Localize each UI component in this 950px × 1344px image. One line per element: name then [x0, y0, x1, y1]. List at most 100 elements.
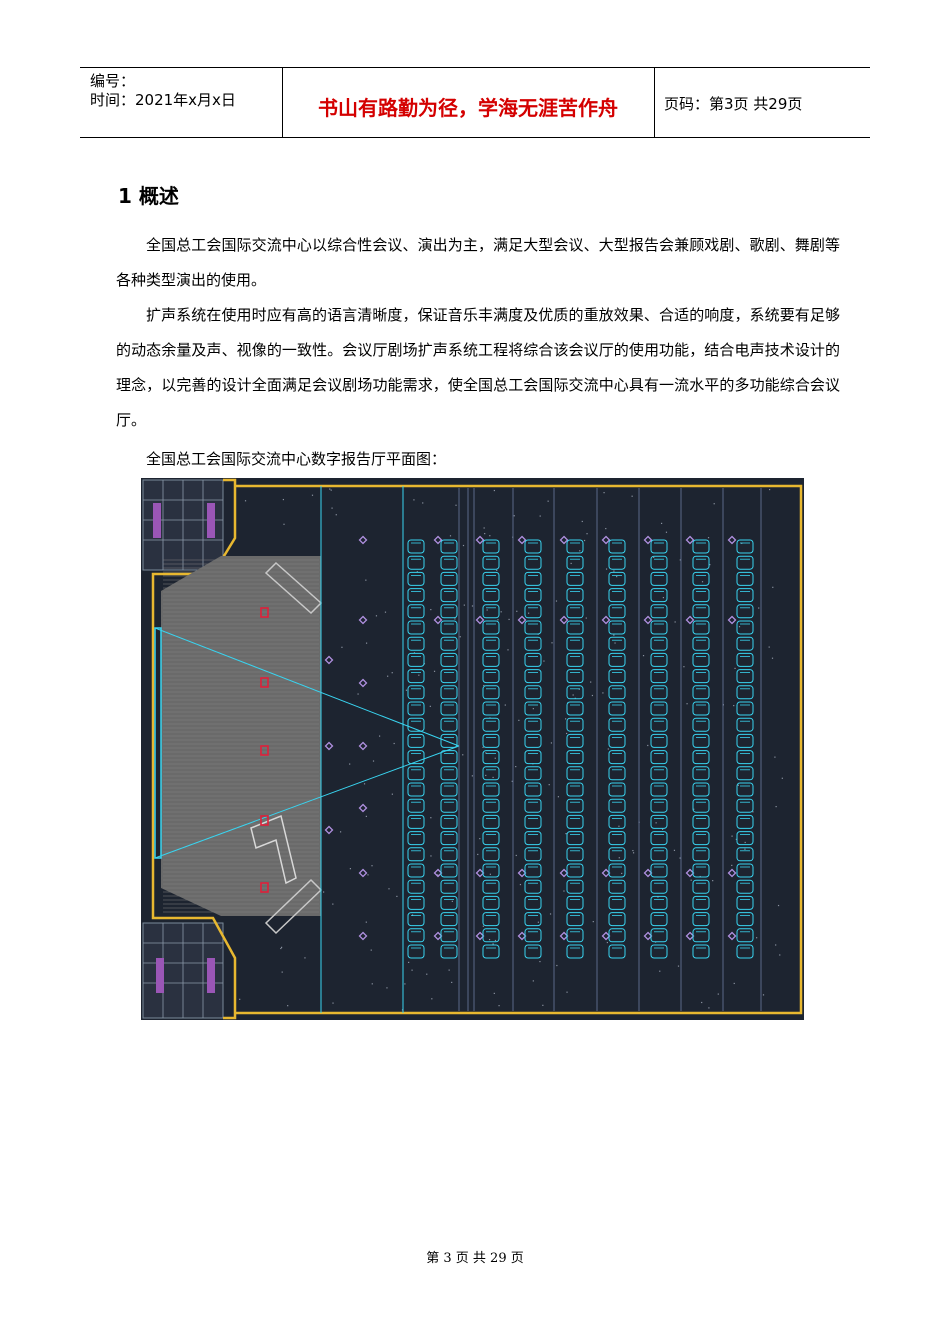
seat-icon — [407, 539, 425, 554]
seat-icon — [650, 620, 668, 635]
seat-icon — [608, 588, 626, 603]
seat-icon — [407, 733, 425, 748]
seat-icon — [692, 588, 710, 603]
seat-icon — [440, 685, 458, 700]
seat-icon — [482, 782, 500, 797]
seat-icon — [407, 750, 425, 765]
seat-icon — [608, 831, 626, 846]
seat-icon — [736, 928, 754, 943]
seat-icon — [566, 847, 584, 862]
seat-icon — [440, 717, 458, 732]
seat-icon — [566, 879, 584, 894]
seat-icon — [440, 669, 458, 684]
seat-icon — [524, 782, 542, 797]
seat-icon — [608, 912, 626, 927]
seat-icon — [566, 652, 584, 667]
seat-icon — [440, 620, 458, 635]
seat-icon — [407, 685, 425, 700]
seat-icon — [650, 847, 668, 862]
seat-icon — [566, 831, 584, 846]
seat-icon — [407, 669, 425, 684]
seat-icon — [692, 750, 710, 765]
seat-icon — [440, 879, 458, 894]
seat-icon — [482, 766, 500, 781]
seat-icon — [736, 685, 754, 700]
diffuser-icon — [433, 535, 443, 545]
seat-icon — [440, 733, 458, 748]
seat-icon — [608, 571, 626, 586]
seat-icon — [736, 588, 754, 603]
seat-icon — [566, 895, 584, 910]
seat-icon — [524, 717, 542, 732]
seat-icon — [566, 782, 584, 797]
document-number-label: 编号： — [90, 72, 136, 90]
seat-icon — [482, 701, 500, 716]
seat-icon — [608, 863, 626, 878]
seat-icon — [482, 814, 500, 829]
seat-icon — [692, 685, 710, 700]
seat-icon — [524, 636, 542, 651]
seat-icon — [736, 620, 754, 635]
seat-icon — [650, 652, 668, 667]
seat-icon — [407, 555, 425, 570]
seat-icon — [482, 831, 500, 846]
seat-icon — [736, 863, 754, 878]
seat-icon — [608, 879, 626, 894]
document-date: 时间：2021年x月x日 — [90, 91, 236, 109]
seat-icon — [482, 588, 500, 603]
seat-icon — [407, 912, 425, 927]
seat-icon — [440, 701, 458, 716]
diffuser-icon — [727, 535, 737, 545]
seat-icon — [692, 733, 710, 748]
seat-icon — [524, 814, 542, 829]
seat-icon — [608, 733, 626, 748]
seat-icon — [407, 847, 425, 862]
diffuser-icon — [358, 615, 368, 625]
seat-icon — [407, 717, 425, 732]
diffuser-icon — [475, 535, 485, 545]
seat-icon — [736, 733, 754, 748]
seat-icon — [566, 863, 584, 878]
seat-icon — [524, 944, 542, 959]
seat-icon — [407, 814, 425, 829]
seat-icon — [736, 539, 754, 554]
seat-icon — [566, 766, 584, 781]
seat-icon — [736, 717, 754, 732]
seat-icon — [692, 782, 710, 797]
seat-icon — [440, 588, 458, 603]
seat-icon — [524, 555, 542, 570]
seat-icon — [407, 928, 425, 943]
seat-icon — [650, 539, 668, 554]
diffuser-icon — [517, 615, 527, 625]
seat-icon — [650, 912, 668, 927]
seat-icon — [407, 879, 425, 894]
seat-icon — [608, 750, 626, 765]
diffuser-icon — [601, 868, 611, 878]
ceiling-diffusers — [324, 535, 737, 941]
seat-icon — [736, 879, 754, 894]
diffuser-icon — [727, 615, 737, 625]
seat-icon — [566, 750, 584, 765]
seat-icon — [650, 750, 668, 765]
seat-icon — [692, 717, 710, 732]
seat-icon — [482, 652, 500, 667]
seat-icon — [650, 685, 668, 700]
seat-icon — [692, 831, 710, 846]
seat-icon — [407, 782, 425, 797]
seat-icon — [482, 928, 500, 943]
seat-icon — [407, 831, 425, 846]
seat-icon — [440, 539, 458, 554]
seat-icon — [407, 701, 425, 716]
seat-icon — [407, 571, 425, 586]
seat-icon — [692, 539, 710, 554]
seat-icon — [650, 604, 668, 619]
diffuser-icon — [559, 535, 569, 545]
diffuser-icon — [685, 535, 695, 545]
seat-icon — [692, 928, 710, 943]
diffuser-icon — [358, 868, 368, 878]
seat-icon — [440, 750, 458, 765]
stage-screen — [154, 627, 162, 859]
seat-icon — [650, 814, 668, 829]
seat-icon — [566, 733, 584, 748]
seat-icon — [692, 652, 710, 667]
